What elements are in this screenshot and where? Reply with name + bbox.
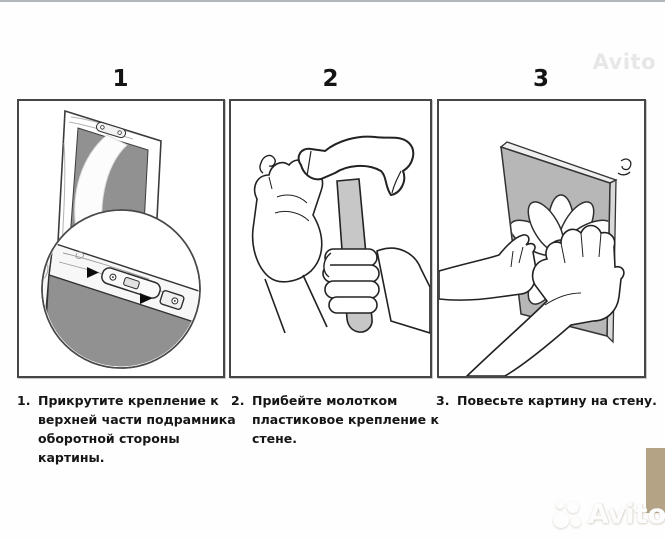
avito-watermark-top: Avito [592, 50, 656, 74]
step-2-panel [229, 99, 432, 378]
step-1-panel [17, 99, 225, 378]
pinching-hand [251, 159, 328, 334]
caption-number: 3. [436, 393, 450, 408]
frame-back-with-bracket-illustration [41, 109, 201, 369]
step-3-panel [437, 99, 646, 378]
caption-number: 2. [231, 393, 245, 408]
avito-logo-icon [553, 501, 581, 528]
step-2-number: 2 [322, 66, 339, 92]
avito-watermark-bottom: Avito [551, 497, 665, 531]
caption-text: Повесьте картину на стену. [457, 393, 657, 408]
right-arm-hand [465, 224, 625, 376]
arrow-to-clip [140, 293, 152, 304]
arrow-to-bracket [87, 267, 99, 278]
step-3-caption: 3. Повесьте картину на стену. [436, 391, 664, 410]
left-hand [439, 234, 537, 301]
wall-fastener [617, 158, 632, 176]
step-3-number: 3 [532, 66, 549, 92]
step-1-number: 1 [112, 66, 129, 92]
plastic-fastener [259, 154, 276, 174]
caption-number: 1. [17, 393, 31, 408]
caption-text: Прикрутите крепление к верхней части под… [38, 393, 236, 465]
hanging-picture-illustration [439, 141, 632, 376]
photo-top-edge [0, 0, 665, 2]
step-2-caption: 2. Прибейте молотком пластиковое креплен… [231, 391, 453, 448]
bracket-clip-magnified [159, 290, 185, 310]
frame-bracket-small [95, 121, 127, 139]
avito-logo-text: Avito [588, 498, 665, 530]
hammer-and-fastener-illustration [251, 135, 430, 334]
caption-text: Прибейте молотком пластиковое крепление … [252, 393, 439, 446]
bracket-plate-magnified [101, 267, 161, 299]
step-1-caption: 1. Прикрутите крепление к верхней части … [17, 391, 239, 467]
gripping-fist [322, 247, 430, 334]
avito-accent-block [646, 448, 665, 513]
